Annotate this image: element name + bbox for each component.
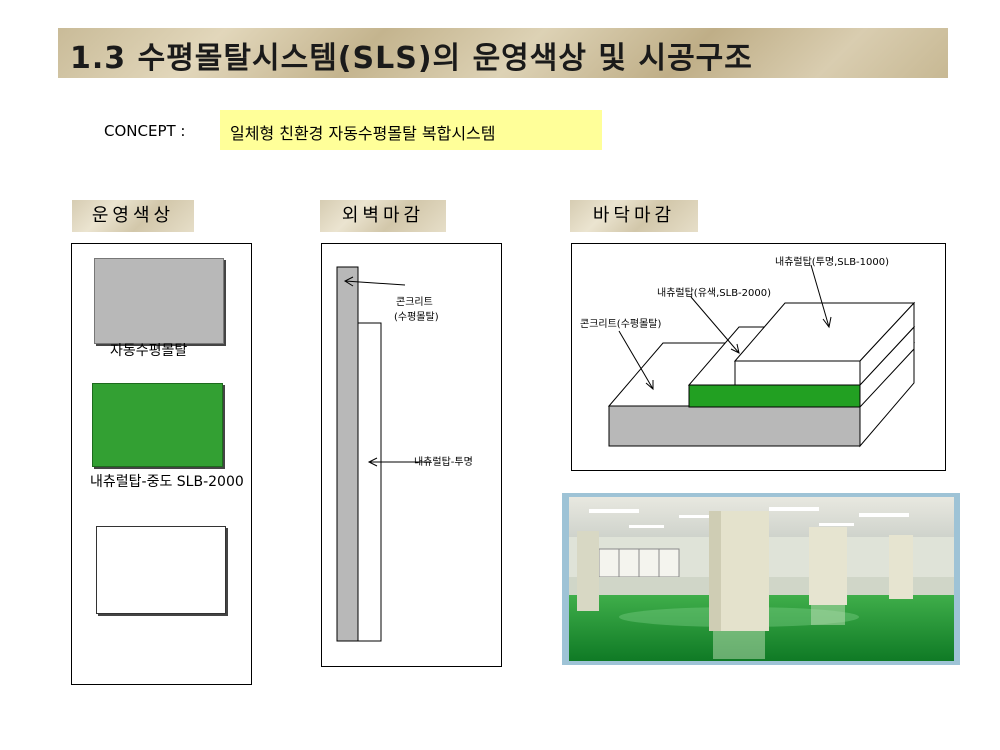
- floor-photo: [569, 497, 954, 661]
- floor-label-clear: 내츄럴탑(투명,SLB-1000): [775, 257, 890, 268]
- wall-label-concrete: 콘크리트: [396, 297, 433, 308]
- floor-label-color: 내츄럴탑(유색,SLB-2000): [657, 288, 772, 299]
- concept-label: CONCEPT :: [104, 122, 186, 140]
- swatch-white: [96, 526, 226, 614]
- page-title: 1.3 수평몰탈시스템(SLS)의 운영색상 및 시공구조: [70, 41, 753, 76]
- swatch-green: [92, 383, 223, 467]
- wall-label-concrete-sub: (수평몰탈): [394, 312, 439, 323]
- wall-label-topcoat: 내츄럴탑-투명: [414, 457, 473, 468]
- heading-floor: 바닥마감: [570, 200, 698, 232]
- heading-colors: 운영색상: [72, 200, 194, 232]
- floor-diagram: [607, 264, 916, 448]
- concept-box: [220, 110, 602, 150]
- swatch-gray-label: 자동수평몰탈: [110, 343, 188, 359]
- floor-label-concrete: 콘크리트(수평몰탈): [580, 319, 662, 330]
- concept-text: 일체형 친환경 자동수평몰탈 복합시스템: [230, 124, 496, 143]
- wall-diagram: [336, 266, 431, 642]
- title-bar: [58, 28, 948, 78]
- heading-wall: 외벽마감: [320, 200, 446, 232]
- swatch-green-label: 내츄럴탑-중도 SLB-2000: [90, 474, 244, 490]
- swatch-gray: [94, 258, 224, 344]
